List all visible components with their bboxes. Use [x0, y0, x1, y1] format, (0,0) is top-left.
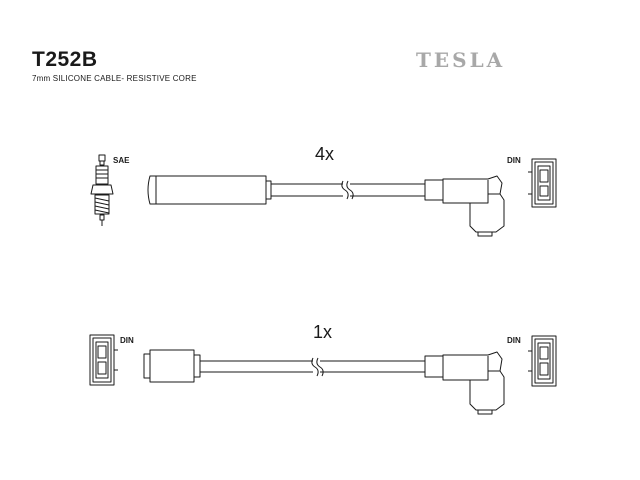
straight-boot-icon — [147, 175, 272, 205]
cable-2-quantity: 1x — [313, 322, 333, 342]
angled-boot-icon — [424, 351, 505, 415]
straight-boot-icon — [143, 349, 201, 383]
brand-logo: TESLA — [416, 48, 506, 72]
cable-2-left-connector-label: DIN — [120, 336, 134, 345]
din-terminal-icon — [528, 158, 557, 208]
cable-1-quantity: 4x — [315, 144, 335, 164]
cable-1-left-connector-label: SAE — [113, 156, 130, 165]
part-number: T252B — [32, 48, 98, 71]
angled-boot-icon — [424, 175, 505, 237]
cable-description: 7mm SILICONE CABLE- RESISTIVE CORE — [32, 74, 197, 83]
cable-2-wire — [200, 357, 425, 377]
cable-2-right-connector-label: DIN — [507, 336, 521, 345]
cable-1-right-connector-label: DIN — [507, 156, 521, 165]
cable-1-wire — [271, 180, 425, 200]
din-terminal-icon — [89, 334, 118, 386]
din-terminal-icon — [528, 335, 557, 387]
spark-plug-icon — [90, 154, 114, 226]
